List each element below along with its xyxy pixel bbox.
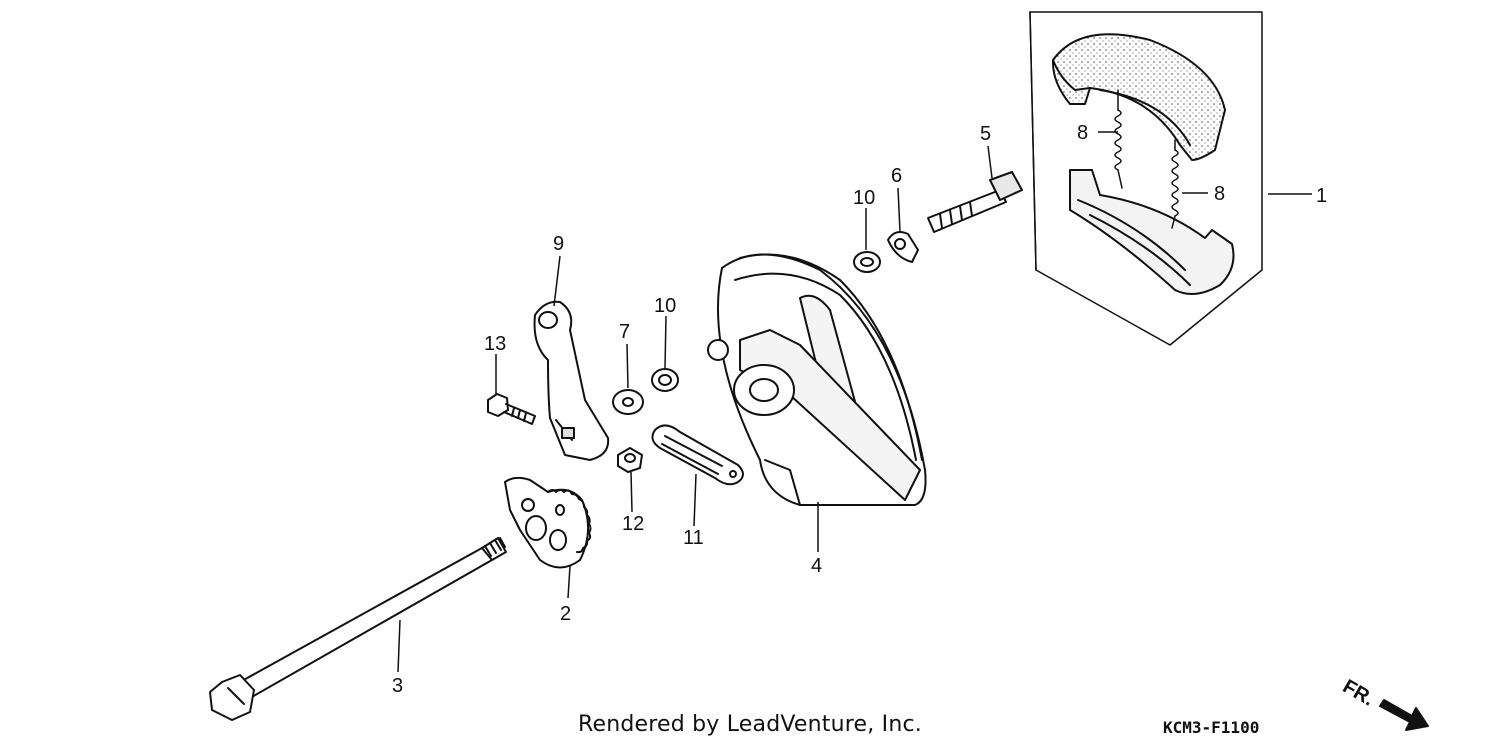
front-arrow-icon — [1379, 699, 1429, 731]
callout-10-lower: 10 — [654, 295, 676, 317]
leader-lines — [397, 131, 1312, 673]
brake-cam — [927, 171, 1023, 233]
callout-7: 7 — [619, 321, 630, 343]
callout-11: 11 — [683, 527, 704, 549]
brake-shoe-set — [1029, 11, 1263, 346]
brake-springs — [1114, 89, 1179, 229]
callout-6: 6 — [891, 165, 902, 187]
stopper-plate — [504, 476, 592, 569]
gasket — [651, 424, 744, 486]
arm-bolt — [487, 393, 536, 425]
diagram-code: KCM3-F1100 — [1163, 718, 1260, 737]
washer — [612, 389, 644, 415]
callout-9: 9 — [553, 233, 564, 255]
callout-10-upper: 10 — [853, 187, 875, 209]
callout-8-upper: 8 — [1077, 122, 1088, 144]
credit-text: Rendered by LeadVenture, Inc. — [578, 712, 922, 737]
wear-indicator — [887, 231, 919, 263]
dust-seal-lower — [651, 368, 679, 392]
nut — [617, 447, 643, 473]
callout-12: 12 — [622, 513, 644, 535]
callout-1: 1 — [1316, 185, 1327, 207]
callout-4: 4 — [811, 555, 822, 577]
callout-8-lower: 8 — [1214, 183, 1225, 205]
callout-3: 3 — [392, 675, 403, 697]
callout-2: 2 — [560, 603, 571, 625]
axle — [209, 537, 507, 721]
callout-5: 5 — [980, 123, 991, 145]
dust-seal-upper — [853, 251, 881, 273]
callout-13: 13 — [484, 333, 506, 355]
brake-panel — [707, 253, 927, 506]
brake-arm — [533, 300, 610, 461]
front-marker-label: FR. — [1339, 675, 1378, 710]
